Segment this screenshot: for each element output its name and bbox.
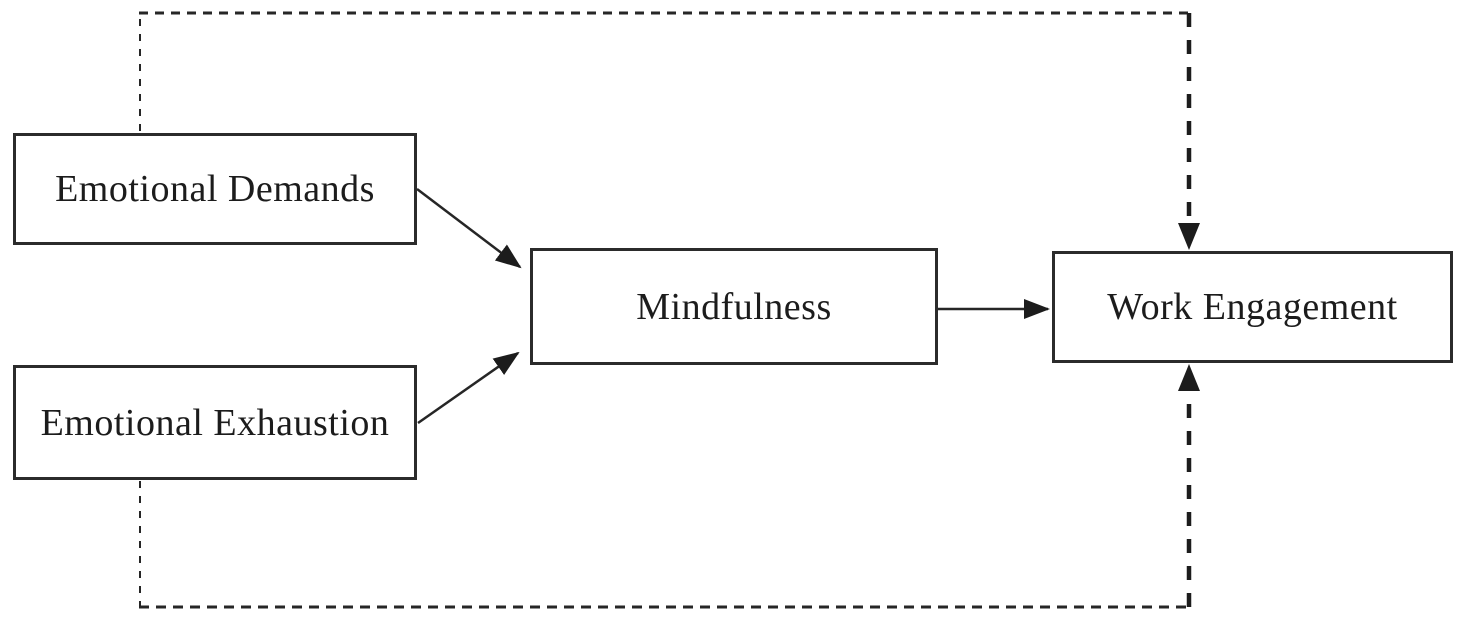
node-mindfulness-label: Mindfulness: [636, 285, 832, 328]
node-work-engagement: Work Engagement: [1052, 251, 1453, 363]
node-emotional-demands: Emotional Demands: [13, 133, 417, 245]
node-emotional-exhaustion-label: Emotional Exhaustion: [40, 401, 390, 444]
node-mindfulness: Mindfulness: [530, 248, 938, 365]
node-work-engagement-label: Work Engagement: [1107, 286, 1398, 328]
arrowhead-into-work-engagement-top: [1178, 223, 1200, 250]
arrowhead-into-work-engagement-bottom: [1178, 364, 1200, 391]
node-emotional-demands-label: Emotional Demands: [55, 168, 375, 210]
edge-emotional-demands-to-mindfulness: [416, 188, 522, 269]
edge-emotional-exhaustion-to-mindfulness: [417, 351, 520, 425]
node-emotional-exhaustion: Emotional Exhaustion: [13, 365, 417, 480]
